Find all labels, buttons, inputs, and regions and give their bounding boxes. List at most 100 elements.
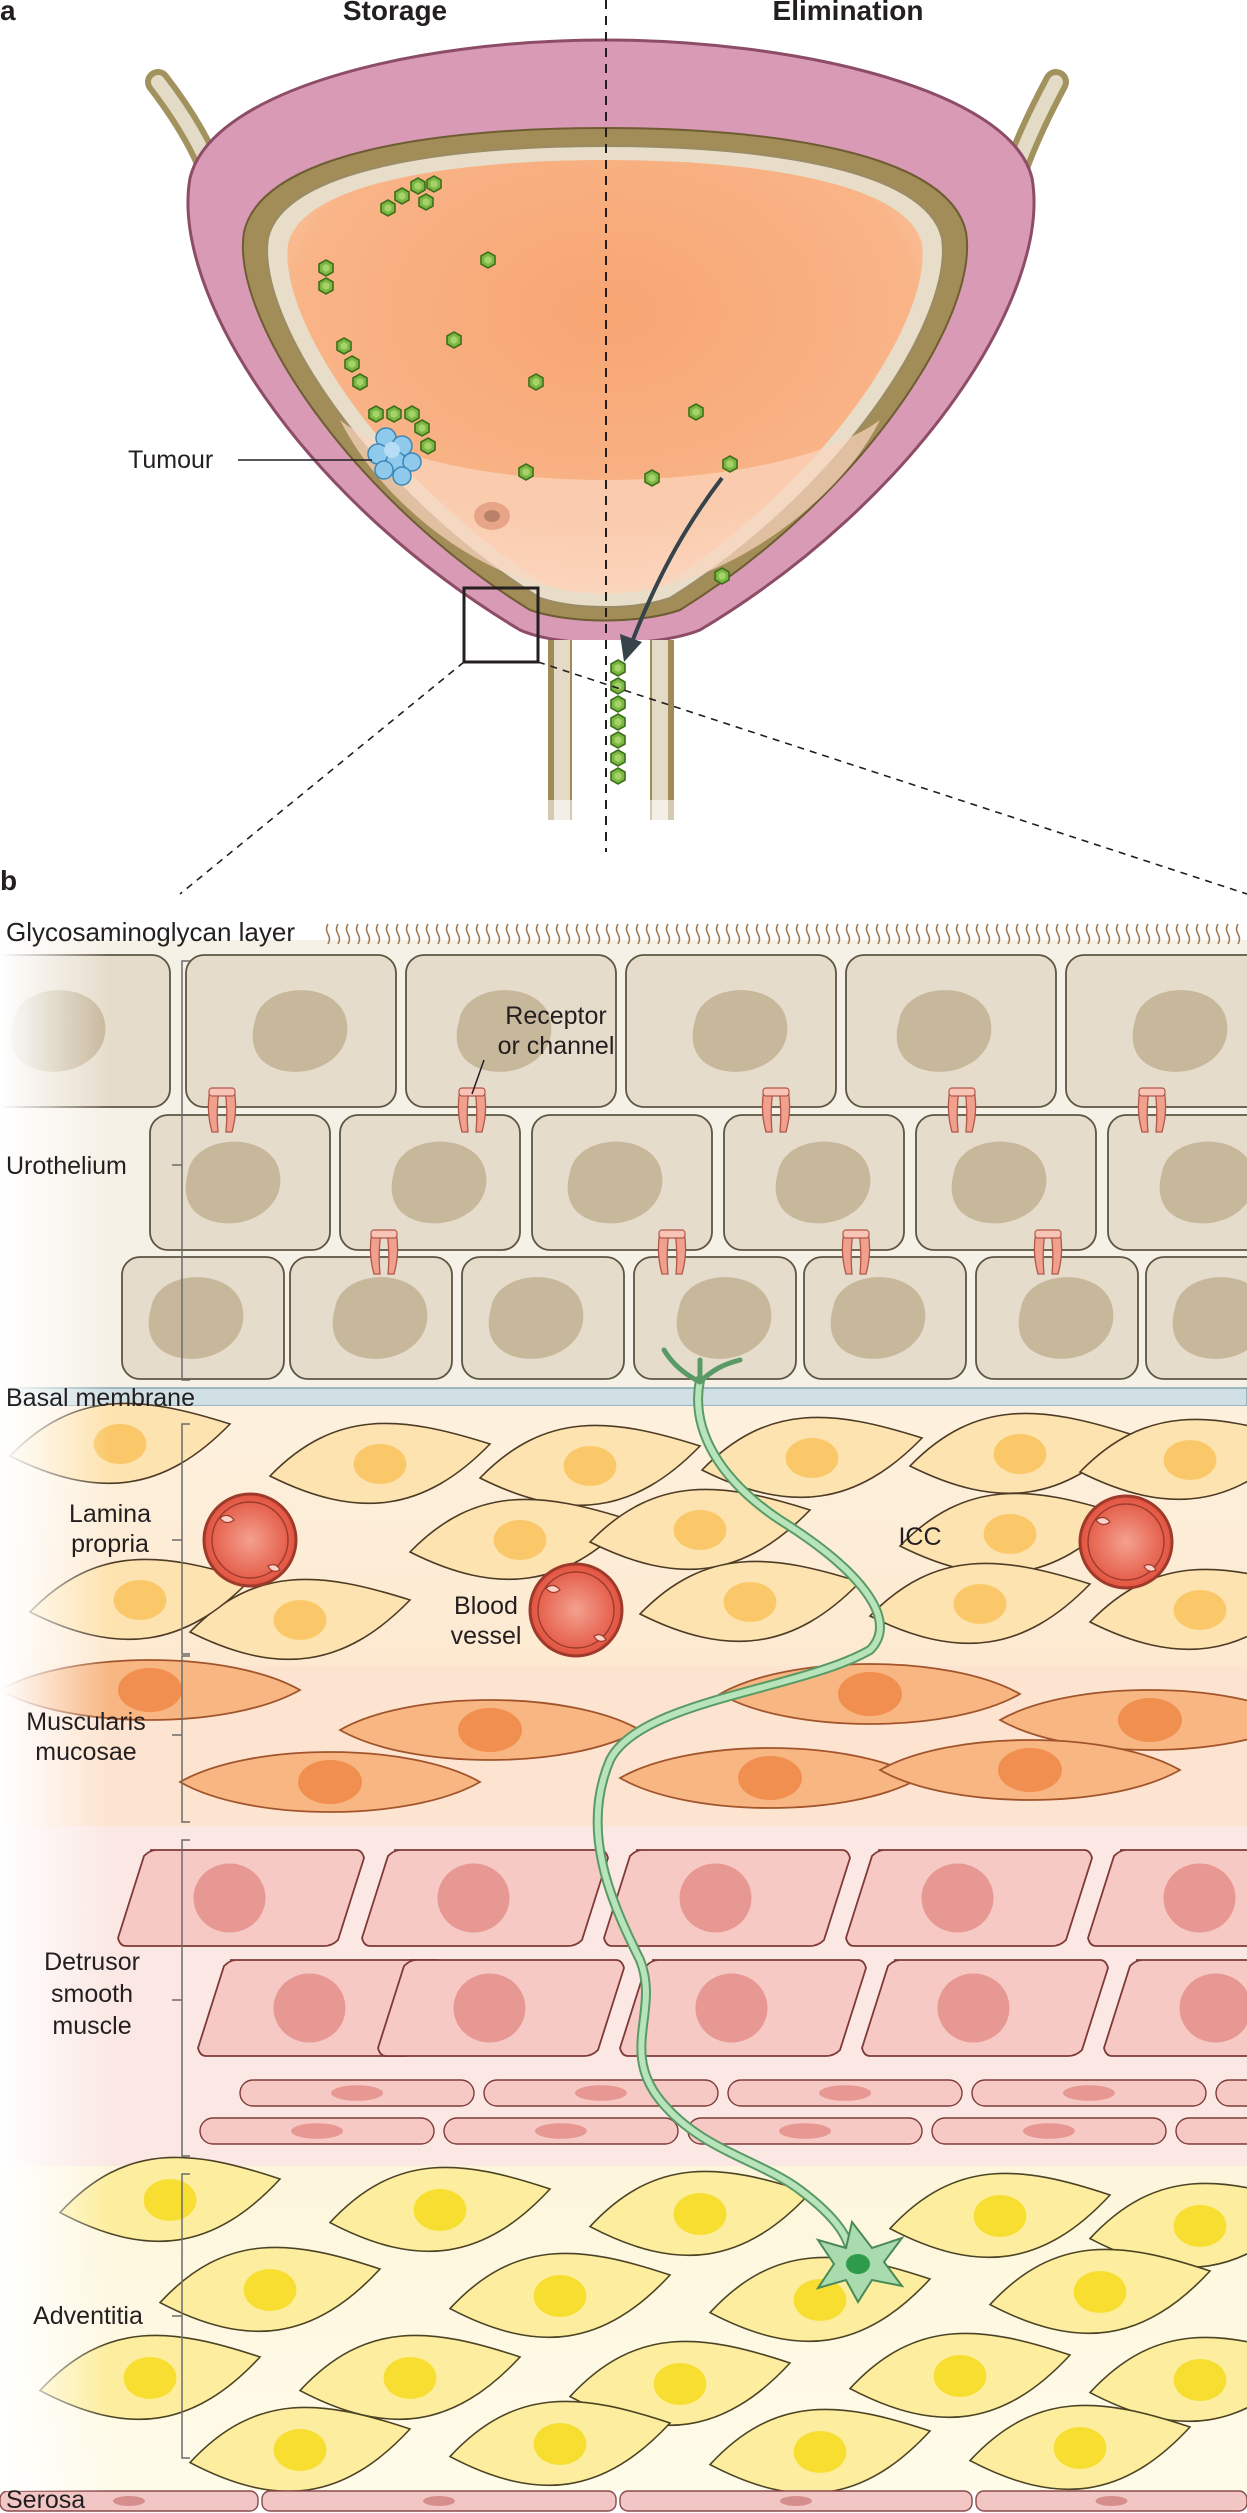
receptor-channel-icon: [207, 1087, 237, 1133]
gag-strand: [995, 923, 1001, 945]
urothelial-cell: [289, 1256, 453, 1380]
gag-strand: [735, 923, 741, 945]
particle-icon: [688, 403, 704, 421]
gag-strand: [985, 923, 991, 945]
particle-icon: [722, 455, 738, 473]
adventitia-cell: [58, 2156, 282, 2243]
gag-strand: [785, 923, 791, 945]
gag-strand: [665, 923, 671, 945]
nucleus: [775, 1141, 871, 1224]
nucleus: [113, 1580, 167, 1620]
particle-icon: [410, 177, 426, 195]
lamina-cell: [268, 1422, 492, 1505]
gag-strand: [935, 923, 941, 945]
lamina-cell: [868, 1562, 1092, 1645]
nucleus: [113, 2496, 145, 2506]
detrusor-strip: [931, 2117, 1167, 2145]
nucleus: [533, 2423, 587, 2465]
gag-strand: [765, 923, 771, 945]
particle-icon: [420, 437, 436, 455]
nucleus: [785, 1438, 839, 1478]
nucleus: [1172, 1277, 1247, 1359]
gag-strand: [575, 923, 581, 945]
urothelial-cells: [0, 954, 1247, 1380]
nucleus: [983, 1514, 1037, 1554]
nucleus: [291, 2123, 343, 2139]
gag-layer: [325, 923, 1241, 945]
nucleus: [1163, 1863, 1236, 1933]
nucleus: [118, 1668, 182, 1712]
adventitia-label: Adventitia: [33, 2302, 143, 2330]
serosa-cell: [261, 2490, 617, 2512]
nucleus: [273, 2429, 327, 2471]
nucleus: [673, 2193, 727, 2235]
particle-icon: [414, 419, 430, 437]
gag-strand: [1145, 923, 1151, 945]
particle-icon: [528, 373, 544, 391]
gag-strand: [485, 923, 491, 945]
gag-strand: [525, 923, 531, 945]
gag-strand: [705, 923, 711, 945]
gag-strand: [445, 923, 451, 945]
particle-icon: [644, 469, 660, 487]
gag-strand: [1015, 923, 1021, 945]
muscularis-cell: [178, 1751, 482, 1813]
nucleus: [456, 990, 552, 1072]
detrusor-strip: [199, 2117, 435, 2145]
urothelial-cell: [1145, 1256, 1247, 1380]
receptors: [207, 1087, 1167, 1275]
gag-strand: [625, 923, 631, 945]
lamina-label-2: propria: [71, 1530, 149, 1558]
nucleus: [653, 2363, 707, 2405]
gag-strand: [1045, 923, 1051, 945]
adventitia-cell: [888, 2172, 1112, 2259]
particle-icon: [610, 713, 626, 731]
particle-icon: [336, 337, 352, 355]
adventitia-cell: [1088, 2182, 1247, 2269]
particle-icon: [404, 405, 420, 423]
particle-icon: [610, 695, 626, 713]
detrusor-bracket: [181, 1839, 190, 2157]
gag-strand: [685, 923, 691, 945]
gag-strand: [1055, 923, 1061, 945]
detrusor-cell: [861, 1959, 1109, 2057]
adventitia-cell: [298, 2334, 522, 2421]
gag-strand: [1165, 923, 1171, 945]
gag-strand: [855, 923, 861, 945]
nerve-terminal: [661, 1347, 743, 1385]
nucleus: [563, 1446, 617, 1486]
gag-strand: [1065, 923, 1071, 945]
adventitia-cell: [568, 2340, 792, 2427]
zoom-box: [462, 586, 540, 664]
blood-vessel: [528, 1562, 624, 1658]
serosa-cell: [619, 2490, 973, 2512]
particle-icon: [610, 767, 626, 785]
nucleus: [779, 2123, 831, 2139]
nucleus: [1118, 1698, 1182, 1742]
gag-strand: [1185, 923, 1191, 945]
gag-strand: [1085, 923, 1091, 945]
gag-strand: [1035, 923, 1041, 945]
nucleus: [391, 1141, 487, 1224]
receptor-label-1: Receptor: [505, 1002, 606, 1030]
particle-icon: [394, 187, 410, 205]
detrusor-strip: [443, 2117, 679, 2145]
nucleus: [298, 1760, 362, 1804]
nucleus: [1163, 1440, 1217, 1480]
lamina-label-1: Lamina: [69, 1500, 151, 1528]
detrusor-label-2: smooth: [51, 1980, 133, 2008]
gag-strand: [385, 923, 391, 945]
nucleus: [488, 1277, 584, 1359]
gag-strand: [835, 923, 841, 945]
detrusor-cell: [1087, 1849, 1247, 1947]
serosa-cell: [975, 2490, 1247, 2512]
lamina-cell: [588, 1488, 812, 1571]
gag-strand: [465, 923, 471, 945]
particle-icon: [426, 175, 442, 193]
detrusor-strip: [239, 2079, 475, 2107]
nucleus: [383, 2357, 437, 2399]
lamina-cell: [1078, 1418, 1247, 1501]
urothelial-cell: [915, 1114, 1097, 1251]
nucleus: [819, 2085, 871, 2101]
